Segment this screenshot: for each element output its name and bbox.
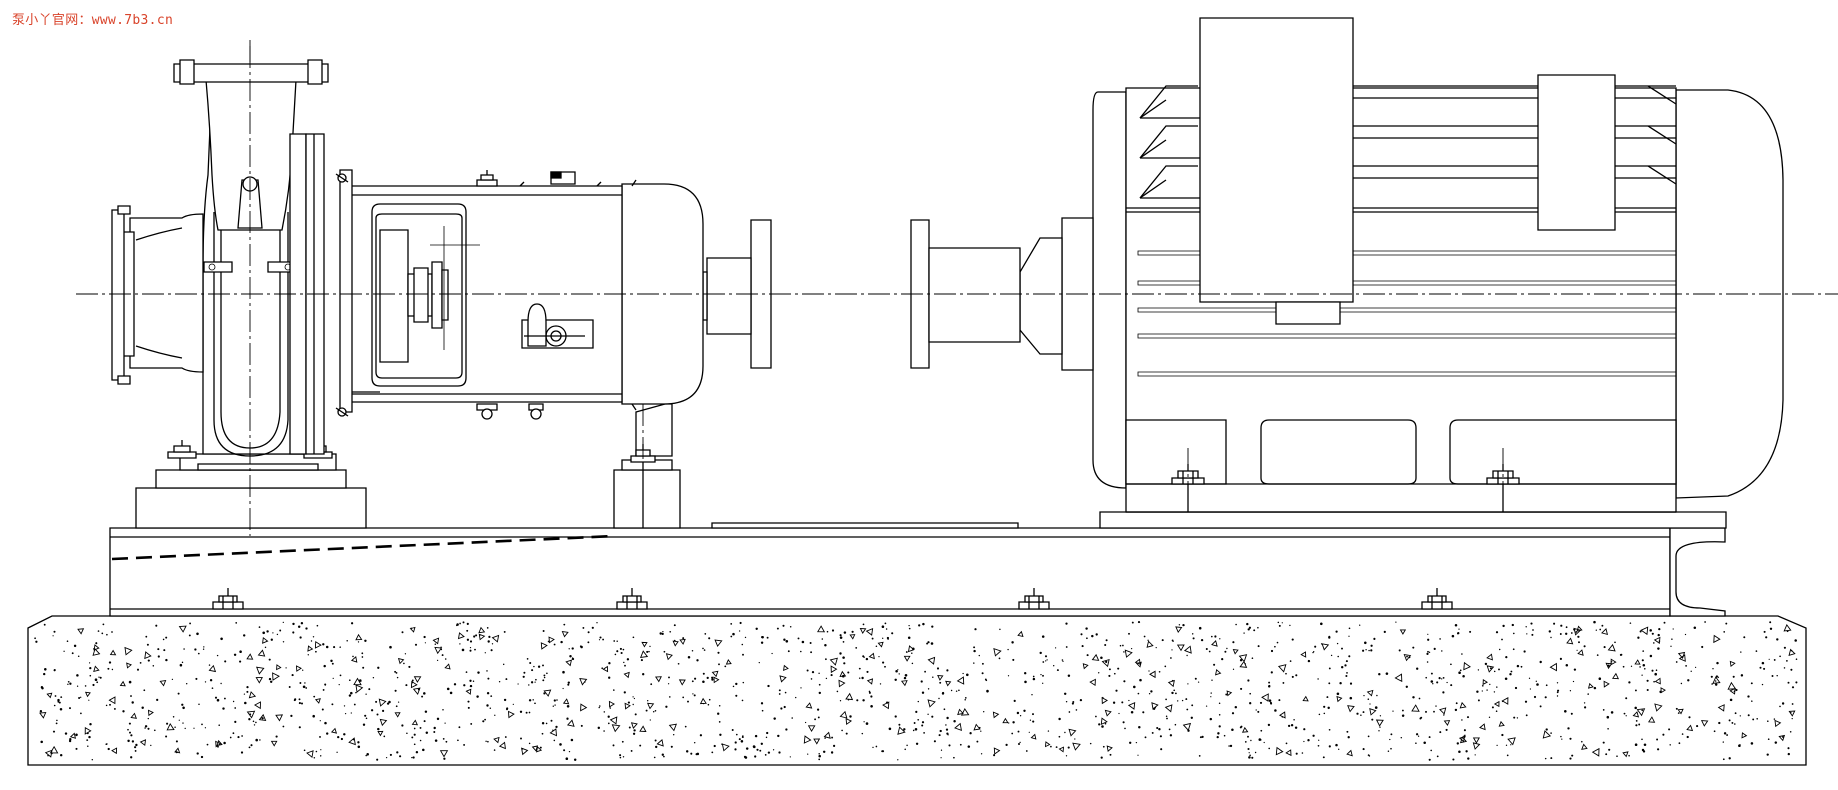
concrete-aggregate-texture [34, 620, 1798, 761]
watermark-text: 泵小丫官网：www.7b3.cn [12, 13, 174, 28]
centerlines [76, 40, 1838, 536]
anchor-bolts [213, 588, 1452, 609]
electric-motor [1020, 18, 1783, 512]
coupling [703, 220, 1020, 368]
motor-fin-slots [1138, 251, 1676, 376]
terminal-box [1200, 18, 1353, 324]
bearing-bracket [336, 170, 703, 528]
concrete-foundation [28, 616, 1806, 765]
motor-cooling-fins [1126, 86, 1676, 212]
motor-feet [1126, 420, 1676, 512]
baseplate [110, 512, 1726, 616]
pump-casing [112, 60, 366, 528]
